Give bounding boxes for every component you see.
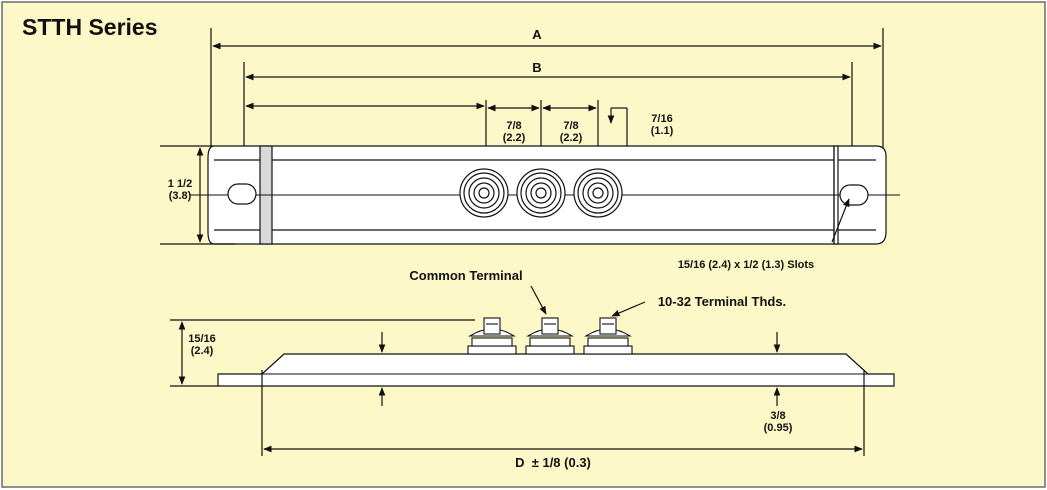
dim-a-label: A: [532, 27, 542, 42]
side-terminal-1: [467, 317, 517, 355]
resistor-body-side: [217, 353, 895, 387]
dim-b-label: B: [532, 60, 541, 75]
slots-label: 15/16 (2.4) x 1/2 (1.3) Slots: [678, 259, 814, 271]
offset-mm: (1.1): [651, 125, 674, 137]
height-in: 1 1/2: [168, 178, 192, 190]
spacing-1-mm: (2.2): [503, 132, 526, 144]
page-title: STTH Series: [22, 14, 158, 40]
terminal-2: [516, 168, 566, 218]
side-height-mm: (2.4): [191, 345, 214, 357]
left-slot: [227, 183, 257, 205]
right-slot: [839, 184, 869, 206]
spacing-2-mm: (2.2): [560, 132, 583, 144]
thickness-mm: (0.95): [764, 422, 793, 434]
thickness-in: 3/8: [770, 410, 785, 422]
common-terminal-label: Common Terminal: [409, 268, 522, 283]
spacing-2-in: 7/8: [563, 120, 578, 132]
side-height-in: 15/16: [188, 333, 216, 345]
terminals-top: [459, 168, 623, 218]
terminal-3: [573, 168, 623, 218]
length-label: D ± 1/8 (0.3): [515, 455, 591, 470]
side-view: [170, 285, 895, 456]
offset-in: 7/16: [651, 113, 672, 125]
terminal-threads-label: 10-32 Terminal Thds.: [658, 294, 786, 309]
side-terminal-2: [525, 317, 575, 355]
terminal-1: [459, 168, 509, 218]
spacing-1-in: 7/8: [506, 120, 521, 132]
terminals-side: [467, 317, 633, 355]
side-terminal-3: [583, 317, 633, 355]
height-mm: (3.8): [169, 190, 192, 202]
